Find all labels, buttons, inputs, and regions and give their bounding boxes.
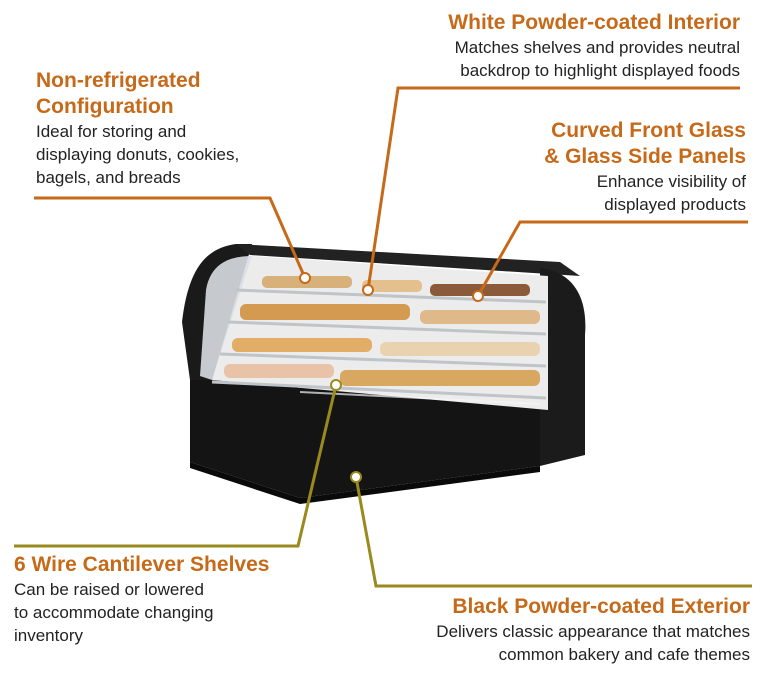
leader-lines	[14, 86, 752, 588]
leader-non-refrigerated	[34, 196, 307, 279]
callout-description: Can be raised or lowered to accommodate …	[14, 580, 214, 645]
callout-wire-shelves: 6 Wire Cantilever Shelves Can be raised …	[14, 552, 314, 647]
leader-white-interior	[366, 86, 740, 291]
callout-description: Enhance visibility of displayed products	[596, 172, 746, 214]
callout-title: 6 Wire Cantilever Shelves	[14, 553, 270, 576]
leader-black-exterior	[354, 476, 752, 588]
callout-title: Curved Front Glass & Glass Side Panels	[544, 119, 746, 168]
leader-endpoints	[299, 272, 484, 483]
display-case	[182, 244, 586, 504]
callout-curved-glass: Curved Front Glass & Glass Side Panels E…	[486, 118, 746, 216]
callout-title: Non-refrigerated Configuration	[36, 69, 201, 118]
callout-title: Black Powder-coated Exterior	[452, 595, 750, 618]
baked-goods	[224, 276, 540, 386]
leader-curved-glass	[476, 220, 748, 297]
wire-shelves	[211, 288, 547, 400]
callout-description: Matches shelves and provides neutral bac…	[454, 38, 740, 80]
callout-white-interior: White Powder-coated Interior Matches she…	[360, 10, 740, 82]
callout-black-exterior: Black Powder-coated Exterior Delivers cl…	[350, 594, 750, 666]
leader-wire-shelves	[14, 384, 338, 548]
callout-description: Ideal for storing and displaying donuts,…	[36, 122, 240, 187]
callout-description: Delivers classic appearance that matches…	[436, 622, 750, 664]
callout-title: White Powder-coated Interior	[448, 11, 740, 34]
callout-non-refrigerated: Non-refrigerated Configuration Ideal for…	[36, 68, 316, 189]
